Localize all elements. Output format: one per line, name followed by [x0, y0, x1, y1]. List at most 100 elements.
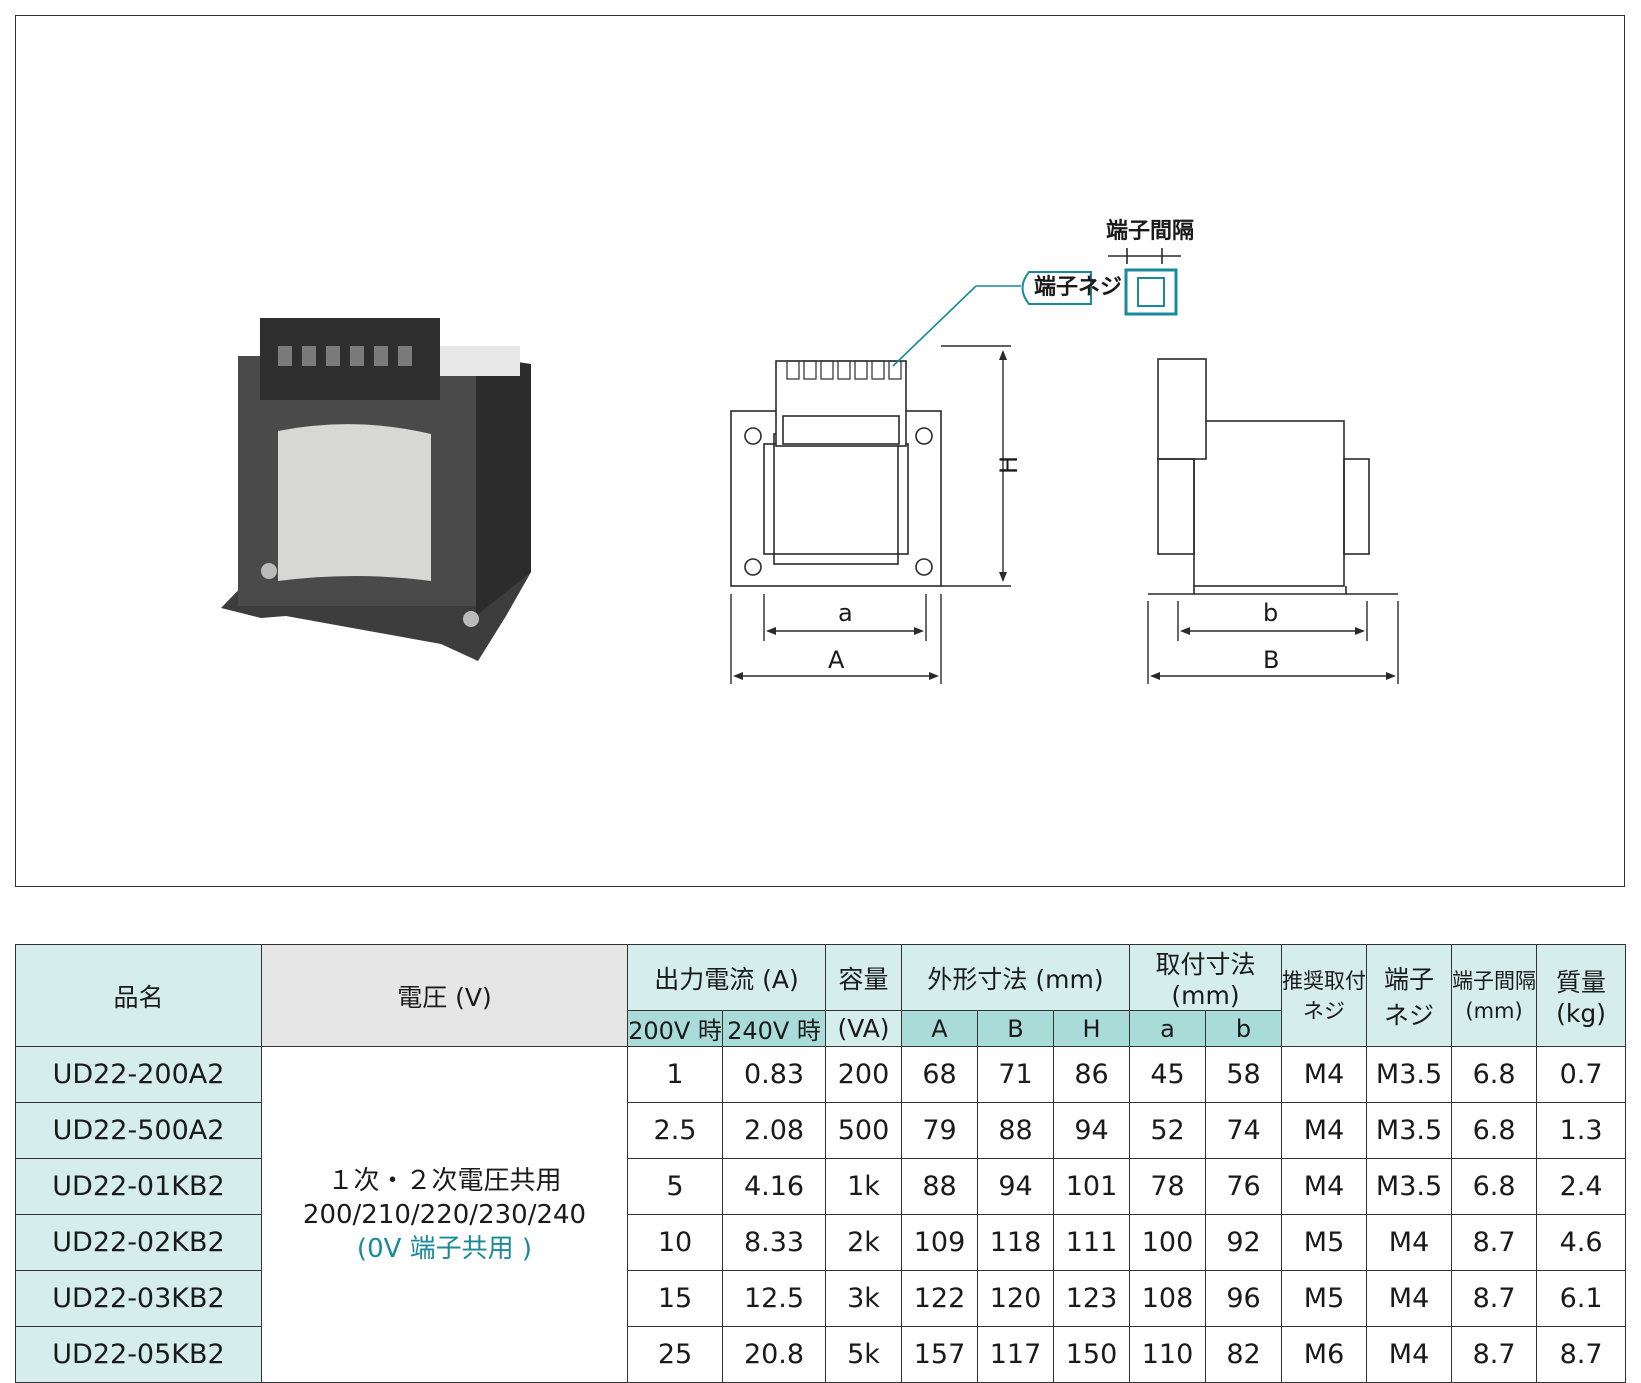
cell-A: 157: [901, 1326, 978, 1383]
cell-H: 123: [1052, 1270, 1131, 1327]
cell-B: 118: [977, 1214, 1054, 1271]
header-rec-screw: 推奨取付ネジ: [1281, 944, 1368, 1047]
cell-H: 150: [1052, 1326, 1131, 1383]
cell-term: M4: [1366, 1270, 1453, 1327]
cell-a: 45: [1129, 1046, 1207, 1103]
dim-a-label: a: [838, 599, 853, 627]
cell-va: 3k: [825, 1270, 902, 1327]
cell-mass: 2.4: [1536, 1158, 1627, 1215]
cell-rec: M6: [1281, 1326, 1368, 1383]
cell-va: 500: [825, 1102, 902, 1159]
cell-B: 120: [977, 1270, 1054, 1327]
dim-B-label: B: [1263, 646, 1279, 674]
cell-va: 200: [825, 1046, 902, 1103]
cell-va: 5k: [825, 1326, 902, 1383]
cell-i200: 25: [627, 1326, 723, 1383]
cell-rec: M4: [1281, 1158, 1368, 1215]
cell-va: 2k: [825, 1214, 902, 1271]
product-name-cell: UD22-500A2: [15, 1102, 262, 1159]
header-terminal-pitch: 端子間隔(mm): [1451, 944, 1538, 1047]
dim-H-label: H: [995, 456, 1023, 474]
cell-mass: 1.3: [1536, 1102, 1627, 1159]
cell-pitch: 6.8: [1451, 1102, 1538, 1159]
cell-rec: M5: [1281, 1270, 1368, 1327]
product-name-cell: UD22-02KB2: [15, 1214, 262, 1271]
cell-B: 117: [977, 1326, 1054, 1383]
cell-pitch: 8.7: [1451, 1326, 1538, 1383]
header-mount-a: a: [1129, 1010, 1207, 1047]
cell-b: 76: [1205, 1158, 1283, 1215]
cell-a: 108: [1129, 1270, 1207, 1327]
cell-va: 1k: [825, 1158, 902, 1215]
cell-pitch: 6.8: [1451, 1046, 1538, 1103]
product-name-cell: UD22-200A2: [15, 1046, 262, 1103]
header-outer-dims: 外形寸法 (mm): [900, 944, 1131, 1011]
cell-b: 58: [1205, 1046, 1283, 1103]
cell-pitch: 8.7: [1451, 1270, 1538, 1327]
header-outer-B: B: [977, 1010, 1054, 1047]
dim-A-label: A: [828, 646, 845, 674]
cell-term: M3.5: [1366, 1046, 1453, 1103]
header-terminal-screw: 端子ネジ: [1366, 944, 1453, 1047]
cell-mass: 4.6: [1536, 1214, 1627, 1271]
header-mass: 質量(kg): [1536, 944, 1627, 1047]
cell-H: 111: [1052, 1214, 1131, 1271]
side-view: [1148, 358, 1398, 595]
header-capacity-unit: (VA): [825, 1010, 902, 1047]
header-name: 品名: [15, 944, 262, 1047]
product-name-cell: UD22-01KB2: [15, 1158, 262, 1215]
cell-term: M4: [1366, 1214, 1453, 1271]
cell-H: 86: [1052, 1046, 1131, 1103]
cell-b: 92: [1205, 1214, 1283, 1271]
product-name-cell: UD22-05KB2: [15, 1326, 262, 1383]
header-current: 出力電流 (A): [627, 944, 826, 1011]
cell-a: 78: [1129, 1158, 1207, 1215]
cell-pitch: 8.7: [1451, 1214, 1538, 1271]
cell-H: 101: [1052, 1158, 1131, 1215]
header-mount-dims: 取付寸法 (mm): [1129, 944, 1283, 1011]
cell-a: 52: [1129, 1102, 1207, 1159]
cell-i200: 10: [627, 1214, 723, 1271]
header-outer-A: A: [901, 1010, 978, 1047]
cell-B: 94: [977, 1158, 1054, 1215]
cell-i240: 20.8: [722, 1326, 826, 1383]
cell-i240: 0.83: [722, 1046, 826, 1103]
cell-rec: M5: [1281, 1214, 1368, 1271]
cell-a: 110: [1129, 1326, 1207, 1383]
header-current-200: 200V 時: [627, 1010, 723, 1047]
cell-mass: 6.1: [1536, 1270, 1627, 1327]
spec-table: 品名 電圧 (V) 出力電流 (A) 容量 外形寸法 (mm) 取付寸法 (mm…: [15, 944, 1627, 1383]
cell-i240: 2.08: [722, 1102, 826, 1159]
cell-i200: 1: [627, 1046, 723, 1103]
dimension-lines: [730, 345, 1399, 684]
cell-b: 74: [1205, 1102, 1283, 1159]
header-mount-b: b: [1205, 1010, 1283, 1047]
cell-pitch: 6.8: [1451, 1158, 1538, 1215]
figure-panel: 端子ネジ 端子間隔 H: [15, 15, 1625, 887]
terminal-pitch-label: 端子間隔: [1106, 219, 1194, 244]
front-view: [730, 360, 942, 587]
cell-i240: 4.16: [722, 1158, 826, 1215]
cell-b: 96: [1205, 1270, 1283, 1327]
header-capacity: 容量: [825, 944, 902, 1011]
cell-i200: 5: [627, 1158, 723, 1215]
cell-rec: M4: [1281, 1102, 1368, 1159]
cell-term: M4: [1366, 1326, 1453, 1383]
cell-H: 94: [1052, 1102, 1131, 1159]
cell-rec: M4: [1281, 1046, 1368, 1103]
terminal-detail: 端子ネジ 端子間隔: [1021, 219, 1194, 316]
product-name-cell: UD22-03KB2: [15, 1270, 262, 1327]
voltage-line2: 200/210/220/230/240: [302, 1199, 587, 1230]
cell-term: M3.5: [1366, 1158, 1453, 1215]
voltage-line3: (0V 端子共用 ): [356, 1233, 533, 1264]
cell-mass: 0.7: [1536, 1046, 1627, 1103]
cell-term: M3.5: [1366, 1102, 1453, 1159]
header-voltage: 電圧 (V): [261, 944, 628, 1047]
cell-i200: 15: [627, 1270, 723, 1327]
cell-B: 88: [977, 1102, 1054, 1159]
cell-mass: 8.7: [1536, 1326, 1627, 1383]
